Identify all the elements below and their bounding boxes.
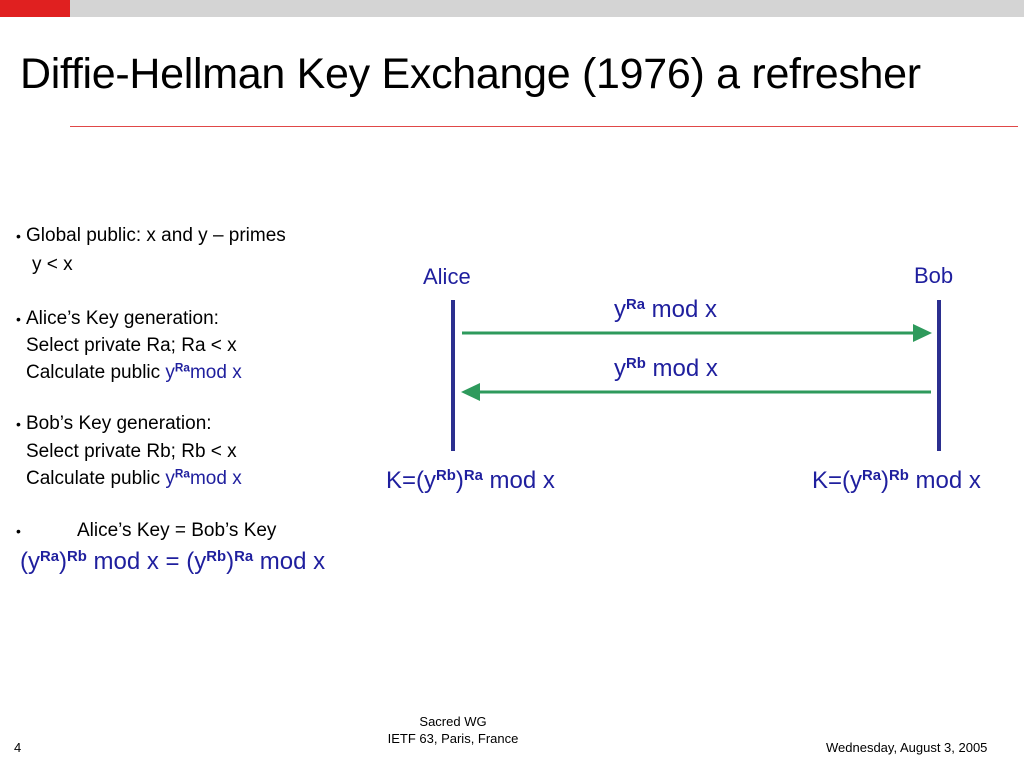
- formula-exponent: Ra: [174, 467, 190, 481]
- formula-tail: mod x: [189, 468, 242, 489]
- bullet-text: Select private Ra; Ra < x: [26, 335, 237, 356]
- formula-text: yRamod x: [165, 362, 241, 383]
- title-underline: [70, 126, 1018, 127]
- formula-exponent: Rb: [889, 467, 909, 484]
- alice-shared-key: K=(yRb)Ra mod x: [386, 467, 555, 495]
- alice-label: Alice: [423, 264, 471, 289]
- formula-part: mod x: [482, 467, 555, 494]
- formula-exponent: Rb: [67, 548, 87, 565]
- formula-part: K=(y: [812, 467, 863, 494]
- header-accent-red: [0, 0, 70, 17]
- message-alice-to-bob: yRa mod x: [614, 296, 717, 324]
- formula-exponent: Rb: [626, 355, 646, 372]
- slide-number: 4: [14, 740, 22, 755]
- bullet-text: Calculate public: [26, 468, 166, 489]
- formula-tail: mod x: [645, 355, 718, 382]
- formula-part: ): [59, 548, 68, 575]
- bob-label: Bob: [914, 263, 954, 288]
- bullet-text: Calculate public: [26, 362, 166, 383]
- formula-part: mod x = (y: [86, 548, 207, 575]
- formula-exponent: Ra: [862, 467, 882, 484]
- formula-exponent: Ra: [463, 467, 483, 484]
- formula-exponent: Rb: [206, 548, 227, 565]
- formula-part: ): [226, 548, 235, 575]
- slide-title: Diffie-Hellman Key Exchange (1976) a ref…: [20, 50, 921, 98]
- formula-base: y: [165, 468, 175, 489]
- arrowhead-left-icon: [461, 383, 480, 401]
- key-equality-formula: (yRa)Rb mod x = (yRb)Ra mod x: [20, 548, 325, 576]
- bullet-dot: •: [16, 228, 21, 244]
- formula-text: yRamod x: [165, 468, 241, 489]
- formula-exponent: Ra: [234, 548, 254, 565]
- formula-part: mod x: [253, 548, 326, 575]
- bullet-dot: •: [16, 523, 21, 539]
- formula-exponent: Ra: [40, 548, 60, 565]
- bullet-text-formula: Calculate public yRamod x: [26, 362, 242, 384]
- bullet-text: Alice’s Key = Bob’s Key: [77, 520, 277, 541]
- bob-shared-key: K=(yRa)Rb mod x: [812, 467, 981, 495]
- formula-base: y: [165, 362, 175, 383]
- formula-part: ): [881, 467, 890, 494]
- formula-part: mod x: [908, 467, 981, 494]
- footer-center-line1: Sacred WG: [419, 714, 487, 729]
- bullet-text: y < x: [32, 254, 73, 275]
- formula-part: (y: [20, 548, 40, 575]
- message-bob-to-alice: yRb mod x: [614, 355, 718, 383]
- formula-base: y: [614, 296, 626, 323]
- bullet-dot: •: [16, 311, 21, 327]
- formula-tail: mod x: [189, 362, 242, 383]
- formula-base: y: [614, 355, 626, 382]
- formula-tail: mod x: [645, 296, 718, 323]
- bullet-text: Bob’s Key generation:: [26, 413, 212, 434]
- formula-part: ): [455, 467, 464, 494]
- bullet-dot: •: [16, 416, 21, 432]
- bullet-alice-keygen: • Alice’s Key generation:: [16, 308, 219, 330]
- footer-date: Wednesday, August 3, 2005: [826, 740, 988, 755]
- formula-part: K=(y: [386, 467, 437, 494]
- bullet-text: Select private Rb; Rb < x: [26, 441, 237, 462]
- formula-exponent: Rb: [436, 467, 456, 484]
- arrowhead-right-icon: [913, 324, 932, 342]
- bullet-keys-equal: •: [16, 520, 26, 542]
- bullet-global-public: • Global public: x and y – primes: [16, 225, 286, 247]
- bullet-text: Global public: x and y – primes: [26, 225, 286, 246]
- bullet-bob-keygen: • Bob’s Key generation:: [16, 413, 212, 435]
- bullet-text-formula: Calculate public yRamod x: [26, 468, 242, 490]
- formula-exponent: Ra: [626, 296, 646, 313]
- formula-exponent: Ra: [174, 361, 190, 375]
- header-bar-gray: [70, 0, 1024, 17]
- bullet-text: Alice’s Key generation:: [26, 308, 219, 329]
- footer-center-line2: IETF 63, Paris, France: [387, 731, 519, 746]
